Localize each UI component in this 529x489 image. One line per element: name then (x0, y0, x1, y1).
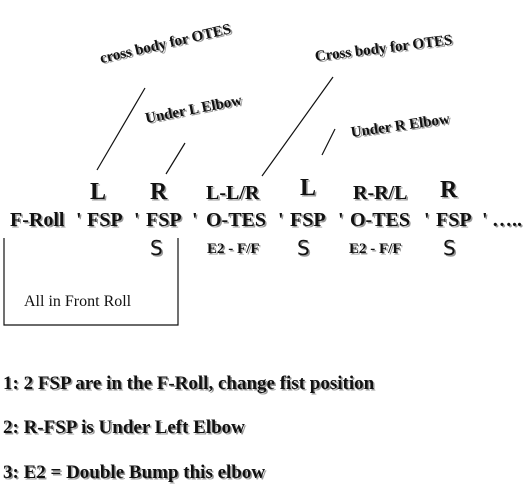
hand-label-2: R (150, 179, 168, 205)
hand-label-5: R-R/L (353, 182, 408, 204)
sublabel-s-3: S (443, 236, 456, 260)
seq-separator: ' (192, 209, 198, 231)
hand-label-3: L-L/R (206, 182, 260, 204)
note-1: 1: 2 FSP are in the F-Roll, change fist … (3, 373, 375, 394)
seq-fsp-2: FSP (146, 209, 182, 231)
sublabel-s-1: S (150, 236, 163, 260)
seq-fsp-3: FSP (290, 209, 326, 231)
bracket-label: All in Front Roll (24, 293, 132, 310)
sublabel-s-2: S (297, 236, 310, 260)
line-under-r-elbow (321, 128, 336, 156)
line-under-l-elbow (165, 142, 186, 175)
seq-f-roll: F-Roll (10, 209, 65, 231)
seq-separator: ' (338, 209, 344, 231)
seq-separator: ' (134, 209, 140, 231)
seq-ellipsis: ….. (492, 209, 522, 231)
seq-fsp-1: FSP (87, 209, 123, 231)
seq-separator: ' (482, 209, 488, 231)
seq-fsp-4: FSP (436, 209, 472, 231)
seq-o-tes-2: O-TES (350, 209, 411, 231)
line-cross-body-1 (96, 87, 146, 171)
front-roll-bracket (3, 238, 179, 326)
sublabel-e2-2: E2 - F/F (349, 241, 402, 257)
sublabel-e2-1: E2 - F/F (207, 241, 260, 257)
hand-label-4: L (300, 175, 317, 201)
note-2: 2: R-FSP is Under Left Elbow (3, 417, 245, 438)
seq-separator: ' (424, 209, 430, 231)
hand-label-6: R (440, 177, 458, 203)
seq-separator: ' (278, 209, 284, 231)
seq-o-tes-1: O-TES (206, 209, 267, 231)
seq-separator: ' (76, 209, 82, 231)
hand-label-1: L (90, 179, 107, 205)
note-3: 3: E2 = Double Bump this elbow (3, 462, 266, 483)
line-cross-body-2 (261, 76, 334, 177)
